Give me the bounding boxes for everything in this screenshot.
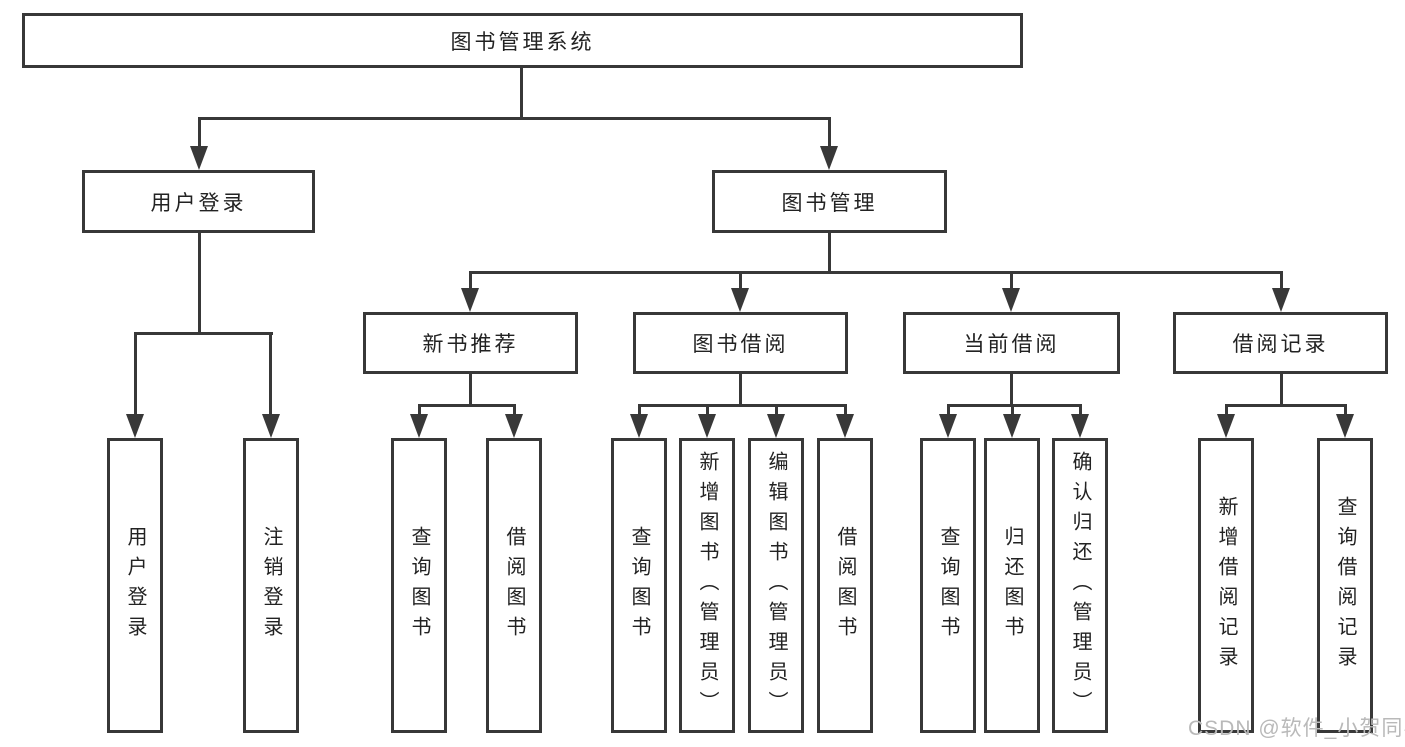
connector-line-vertical xyxy=(1224,404,1228,416)
leaf-logout: 注销登录 xyxy=(243,438,299,733)
leaf-label: 注销登录 xyxy=(260,525,282,646)
arrow-down-icon xyxy=(630,414,648,438)
leaf-query-borrow-record: 查询借阅记录 xyxy=(1317,438,1373,733)
connector-line-horizontal xyxy=(197,117,831,120)
leaf-label: 新增借阅记录 xyxy=(1215,495,1237,676)
arrow-down-icon xyxy=(1002,288,1020,312)
leaf-label: 借阅图书 xyxy=(503,525,525,646)
leaf-query-book-current: 查询图书 xyxy=(920,438,976,733)
leaf-return-book: 归还图书 xyxy=(984,438,1040,733)
arrow-down-icon xyxy=(767,414,785,438)
connector-line-vertical xyxy=(1343,404,1347,416)
connector-line-vertical xyxy=(417,404,421,416)
connector-line-vertical xyxy=(705,404,709,416)
arrow-down-icon xyxy=(1217,414,1235,438)
node-borrowing-records: 借阅记录 xyxy=(1173,312,1388,374)
arrow-down-icon xyxy=(1071,414,1089,438)
connector-line-horizontal xyxy=(1224,404,1347,407)
connector-line-vertical xyxy=(197,118,201,146)
arrow-down-icon xyxy=(698,414,716,438)
leaf-confirm-return-admin: 确认归还（管理员） xyxy=(1052,438,1108,733)
connector-line-vertical xyxy=(738,272,742,289)
connector-line-vertical xyxy=(1279,372,1283,406)
connector-line-horizontal xyxy=(417,404,516,407)
connector-line-vertical xyxy=(133,334,137,415)
connector-line-horizontal xyxy=(133,332,273,335)
leaf-borrow-book: 借阅图书 xyxy=(817,438,873,733)
arrow-down-icon xyxy=(126,414,144,438)
connector-line-vertical xyxy=(468,372,472,406)
node-current-borrowing: 当前借阅 xyxy=(903,312,1120,374)
arrow-down-icon xyxy=(410,414,428,438)
leaf-label: 查询图书 xyxy=(408,525,430,646)
connector-line-vertical xyxy=(269,334,272,415)
connector-line-vertical xyxy=(738,372,742,406)
connector-line-vertical xyxy=(1009,372,1013,406)
watermark: CSDN @软件_小贺同学 xyxy=(1188,717,1405,740)
connector-line-vertical xyxy=(520,68,523,118)
arrow-down-icon xyxy=(731,288,749,312)
connector-line-vertical xyxy=(1009,272,1013,289)
connector-line-vertical xyxy=(1078,404,1082,416)
arrow-down-icon xyxy=(505,414,523,438)
arrow-down-icon xyxy=(261,414,280,438)
leaf-label: 新增图书（管理员） xyxy=(696,450,718,721)
connector-line-vertical xyxy=(774,404,778,416)
connector-line-vertical xyxy=(468,272,472,289)
arrow-down-icon xyxy=(461,288,479,312)
leaf-label: 确认归还（管理员） xyxy=(1069,450,1091,721)
leaf-label: 查询借阅记录 xyxy=(1334,495,1356,676)
connector-line-vertical xyxy=(1010,404,1014,416)
connector-line-horizontal xyxy=(637,404,847,407)
connector-line-vertical xyxy=(512,404,516,416)
leaf-query-book-recommend: 查询图书 xyxy=(391,438,447,733)
arrow-down-icon xyxy=(820,146,838,170)
arrow-down-icon xyxy=(190,146,208,170)
connector-line-vertical xyxy=(197,233,201,334)
node-user-login: 用户登录 xyxy=(82,170,315,233)
leaf-borrow-book-recommend: 借阅图书 xyxy=(486,438,542,733)
node-book-management: 图书管理 xyxy=(712,170,947,233)
leaf-label: 用户登录 xyxy=(124,525,146,646)
connector-line-horizontal xyxy=(946,404,1082,407)
leaf-query-book-borrow: 查询图书 xyxy=(611,438,667,733)
connector-line-vertical xyxy=(827,118,831,146)
arrow-down-icon xyxy=(939,414,957,438)
arrow-down-icon xyxy=(836,414,854,438)
leaf-edit-book-admin: 编辑图书（管理员） xyxy=(748,438,804,733)
connector-line-vertical xyxy=(637,404,641,416)
leaf-label: 编辑图书（管理员） xyxy=(765,450,787,721)
connector-line-vertical xyxy=(843,404,847,416)
arrow-down-icon xyxy=(1336,414,1354,438)
node-library-system: 图书管理系统 xyxy=(22,13,1023,68)
leaf-user-login: 用户登录 xyxy=(107,438,163,733)
connector-line-vertical xyxy=(827,233,831,273)
connector-line-horizontal xyxy=(469,271,1283,274)
leaf-add-book-admin: 新增图书（管理员） xyxy=(679,438,735,733)
leaf-label: 查询图书 xyxy=(937,525,959,646)
connector-line-vertical xyxy=(946,404,950,416)
node-new-book-recommend: 新书推荐 xyxy=(363,312,578,374)
connector-line-vertical xyxy=(1279,272,1283,289)
arrow-down-icon xyxy=(1272,288,1290,312)
leaf-label: 归还图书 xyxy=(1001,525,1023,646)
leaf-label: 借阅图书 xyxy=(834,525,856,646)
arrow-down-icon xyxy=(1003,414,1021,438)
leaf-label: 查询图书 xyxy=(628,525,650,646)
node-book-borrowing: 图书借阅 xyxy=(633,312,848,374)
leaf-add-borrow-record: 新增借阅记录 xyxy=(1198,438,1254,733)
